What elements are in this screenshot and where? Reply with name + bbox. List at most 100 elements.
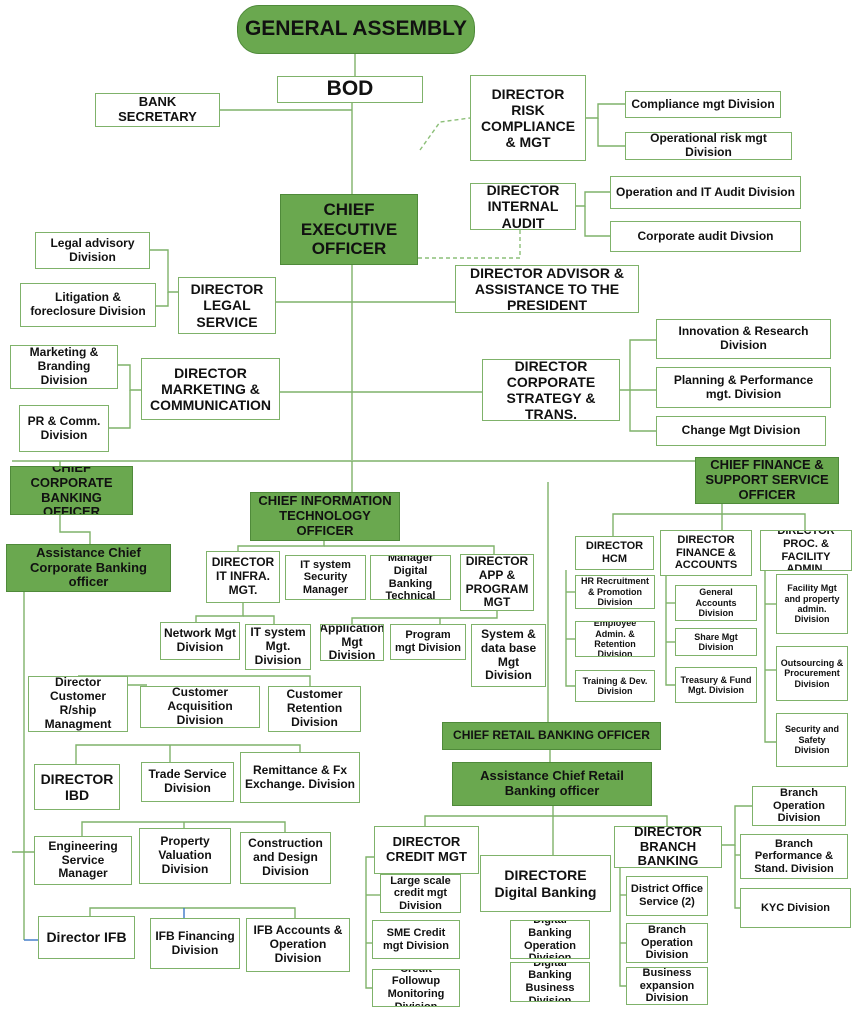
line-ifb-divs <box>89 907 296 918</box>
network-mgt-box: Network Mgt Division <box>160 622 240 660</box>
director-ifb-box: Director IFB <box>38 916 135 959</box>
planning-box: Planning & Performance mgt. Division <box>656 367 831 408</box>
branch-performance-box: Branch Performance & Stand. Division <box>740 834 848 879</box>
line-it-divs <box>237 541 325 551</box>
bod-box: BOD <box>277 76 423 103</box>
line-audit-divs2 <box>584 206 610 237</box>
line-app-divs <box>351 611 498 624</box>
corporate-audit-box: Corporate audit Divsion <box>610 221 801 252</box>
digital-operation-box: Digital Banking Operation Division <box>510 920 590 959</box>
line-strat-divs3 <box>629 390 656 432</box>
innovation-box: Innovation & Research Division <box>656 319 831 359</box>
litigation-box: Litigation & foreclosure Division <box>20 283 156 327</box>
line-infra-divs <box>195 603 244 622</box>
director-app-box: DIRECTOR APP & PROGRAM MGT <box>460 554 534 611</box>
line-credit-divs <box>365 856 374 989</box>
operation-it-audit-box: Operation and IT Audit Division <box>610 176 801 209</box>
outsourcing-box: Outsourcing & Procurement Division <box>776 646 848 701</box>
line-cust-divs2 <box>78 675 311 686</box>
director-legal-box: DIRECTOR LEGAL SERVICE <box>178 277 276 334</box>
manager-digital-box: Manager Digital Banking Technical <box>370 555 451 600</box>
line-risk-divs2 <box>597 118 625 147</box>
treasury-box: Treasury & Fund Mgt. Division <box>675 667 757 703</box>
line-strat-divs <box>620 339 656 391</box>
line-corp-asst <box>59 515 91 544</box>
it-security-box: IT system Security Manager <box>285 555 366 600</box>
director-digital-box: DIRECTORE Digital Banking <box>480 855 611 912</box>
district-office-box: District Office Service (2) <box>626 876 708 916</box>
asst-chief-retail-box: Assistance Chief Retail Banking officer <box>452 762 652 806</box>
construction-box: Construction and Design Division <box>240 832 331 884</box>
hr-recruitment-box: HR Recruitment & Promotion Division <box>575 575 655 609</box>
line-branch-left <box>619 868 626 987</box>
chief-corporate-box: CHIEF CORPORATE BANKING OFFICER <box>10 466 133 515</box>
marketing-branding-box: Marketing & Branding Division <box>10 345 118 389</box>
line-finacc-divs <box>665 576 675 686</box>
chief-finance-box: CHIEF FINANCE & SUPPORT SERVICE OFFICER <box>695 457 839 504</box>
line-audit-divs <box>576 191 610 207</box>
line-risk-divs <box>586 103 625 119</box>
line-proc-divs <box>764 571 776 743</box>
line-mkt-divs2 <box>109 390 131 429</box>
large-credit-box: Large scale credit mgt Division <box>380 874 461 913</box>
chief-it-box: CHIEF INFORMATION TECHNOLOGY OFFICER <box>250 492 400 541</box>
facility-mgt-box: Facility Mgt and property admin. Divisio… <box>776 574 848 634</box>
customer-retention-box: Customer Retention Division <box>268 686 361 732</box>
line-ibd-divs <box>75 744 301 764</box>
line-retail-divs2 <box>553 815 668 826</box>
line-legal-divs2 <box>156 292 169 307</box>
operational-risk-division-box: Operational risk mgt Division <box>625 132 792 160</box>
line-it-divs2 <box>324 545 495 554</box>
ifb-accounts-box: IFB Accounts & Operation Division <box>246 918 350 972</box>
business-expansion-box: Business expansion Division <box>626 967 708 1005</box>
bank-secretary-box: BANK SECRETARY <box>95 93 220 127</box>
customer-acquisition-box: Customer Acquisition Division <box>140 686 260 728</box>
security-safety-box: Security and Safety Division <box>776 713 848 767</box>
employee-admin-box: Employee Admin. & Retention Division <box>575 621 655 657</box>
training-box: Training & Dev. Division <box>575 670 655 702</box>
line-mkt-divs <box>118 364 141 391</box>
share-mgt-box: Share Mgt Division <box>675 628 757 656</box>
ceo-box: CHIEF EXECUTIVE OFFICER <box>280 194 418 265</box>
director-internal-audit-box: DIRECTOR INTERNAL AUDIT <box>470 183 576 230</box>
system-db-box: System & data base Mgt Division <box>471 624 546 687</box>
director-strategy-box: DIRECTOR CORPORATE STRATEGY & TRANS. <box>482 359 620 421</box>
branch-operation-right-box: Branch Operation Division <box>752 786 846 826</box>
line-branch-r2 <box>734 845 740 909</box>
change-mgt-box: Change Mgt Division <box>656 416 826 446</box>
pr-comm-box: PR & Comm. Division <box>19 405 109 452</box>
director-hcm-box: DIRECTOR HCM <box>575 536 654 570</box>
line-ceo-audit <box>418 230 521 259</box>
legal-advisory-box: Legal advisory Division <box>35 232 150 269</box>
line-fin-divs <box>612 504 723 536</box>
director-advisor-box: DIRECTOR ADVISOR & ASSISTANCE TO THE PRE… <box>455 265 639 313</box>
asst-chief-corporate-box: Assistance Chief Corporate Banking offic… <box>6 544 171 592</box>
line-branch-right <box>722 805 752 846</box>
director-credit-box: DIRECTOR CREDIT MGT <box>374 826 479 874</box>
director-customer-box: Director Customer R/ship Managment <box>28 676 128 732</box>
it-system-mgt-box: IT system Mgt. Division <box>245 624 311 670</box>
line-fin-divs3 <box>722 513 806 530</box>
engineering-box: Engineering Service Manager <box>34 836 132 885</box>
application-mgt-box: Application Mgt Division <box>320 624 384 661</box>
director-it-infra-box: DIRECTOR IT INFRA. MGT. <box>206 551 280 603</box>
line-retail-divs <box>424 806 554 826</box>
line-bod-risk <box>419 117 471 151</box>
ifb-financing-box: IFB Financing Division <box>150 918 240 969</box>
general-accounts-box: General Accounts Division <box>675 585 757 621</box>
director-marketing-box: DIRECTOR MARKETING & COMMUNICATION <box>141 358 280 420</box>
director-finance-box: DIRECTOR FINANCE & ACCOUNTS <box>660 530 752 576</box>
director-ibd-box: DIRECTOR IBD <box>34 764 120 810</box>
line-legal-divs <box>150 249 178 293</box>
general-assembly-box: GENERAL ASSEMBLY <box>237 5 475 54</box>
chief-retail-box: CHIEF RETAIL BANKING OFFICER <box>442 722 661 750</box>
branch-operation-left-box: Branch Operation Division <box>626 923 708 963</box>
program-mgt-box: Program mgt Division <box>390 624 466 660</box>
line-infra-divs2 <box>243 615 275 624</box>
sme-credit-box: SME Credit mgt Division <box>372 920 460 959</box>
property-valuation-box: Property Valuation Division <box>139 828 231 884</box>
director-risk-box: DIRECTOR RISK COMPLIANCE & MGT <box>470 75 586 161</box>
director-branch-box: DIRECTOR BRANCH BANKING <box>614 826 722 868</box>
